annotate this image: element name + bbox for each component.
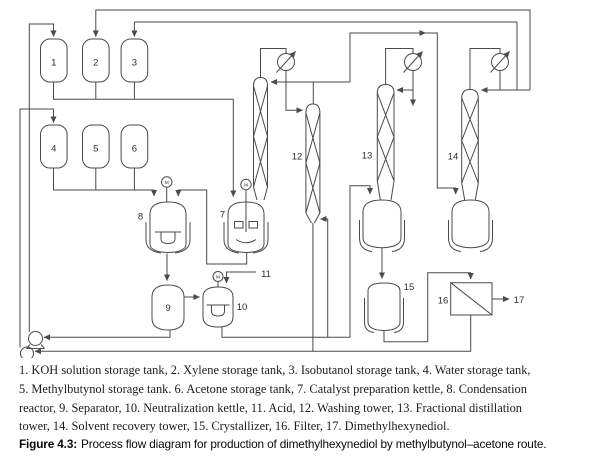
tank-4: 4 <box>41 125 68 168</box>
washing-tower-12-label: 12 <box>292 152 303 163</box>
filter-16-label: 16 <box>438 296 449 307</box>
reactor-7-motor-icon: M <box>244 183 248 189</box>
tank-2: 2 <box>83 39 110 82</box>
condenser-column13 <box>404 51 423 73</box>
equipment-legend: 1. KOH solution storage tank, 2. Xylene … <box>19 361 591 436</box>
pipe-pump2-to-tank4 <box>20 109 57 348</box>
process-flow-diagram: 1 2 3 4 5 6 M 8 <box>0 0 600 358</box>
pipe-separator9-to-pump1 <box>43 330 170 341</box>
distillation-tower-13: 13 <box>360 85 405 252</box>
separator-9-label: 9 <box>165 303 170 314</box>
pipe-acid11-to-kettle10 <box>223 272 257 284</box>
kettle-10-motor-icon: M <box>216 275 220 281</box>
tank-2-label: 2 <box>93 58 98 69</box>
reactor-8-motor-icon: M <box>165 180 169 186</box>
condenser-reactor7-column <box>277 51 296 73</box>
pipe-column13-vapor <box>386 49 413 85</box>
washing-tower-12: 12 <box>292 104 320 223</box>
kettle-10: M 10 11 <box>203 269 271 327</box>
reactor-7: M 7 <box>220 179 268 253</box>
pipe-filter-bottoms-to-pump2 <box>34 315 471 355</box>
pipe-tanks456-to-reactor8 <box>54 168 157 197</box>
pipe-recovery-to-tank3 <box>131 22 517 90</box>
pump-1 <box>27 332 45 349</box>
pipe-overhead-east <box>350 30 426 82</box>
filter-16: 16 17 <box>438 283 525 315</box>
reactor-7-packed-column <box>254 78 268 201</box>
pipe-pump1-to-tank1 <box>29 24 57 332</box>
recovery-tower-14-label: 14 <box>448 152 459 163</box>
pipe-kettle10-to-column13-feed <box>222 186 373 338</box>
reactor-7-label: 7 <box>220 210 225 221</box>
pipe-crystallizer-to-filter <box>384 273 474 342</box>
pipe-column14-vapor <box>470 49 500 90</box>
tank-1: 1 <box>41 39 68 82</box>
tank-6: 6 <box>121 125 148 168</box>
acid-11-label: 11 <box>261 269 271 280</box>
tank-6-label: 6 <box>132 144 137 155</box>
tank-4-label: 4 <box>51 144 56 155</box>
tank-5: 5 <box>83 125 110 168</box>
crystallizer-15: 15 <box>365 282 415 333</box>
tank-3: 3 <box>121 39 148 82</box>
pipe-recovery-to-tank2 <box>92 10 530 90</box>
reactor-8-label: 8 <box>138 212 143 223</box>
pipe-branch-to-tower12-bottom <box>320 216 328 337</box>
legend-line-3: reactor, 9. Separator, 10. Neutralizatio… <box>19 400 522 415</box>
pipe-overhead-to-kettle14 <box>426 33 459 195</box>
pipe-tanks123-to-reactor7 <box>54 82 237 197</box>
figure-caption-text: Process flow diagram for production of d… <box>81 437 547 451</box>
tank-3-label: 3 <box>132 58 137 69</box>
kettle-10-label: 10 <box>237 302 248 313</box>
recovery-tower-14: 14 <box>448 90 493 252</box>
pump-2 <box>19 347 36 358</box>
separator-9: 9 <box>152 285 184 330</box>
legend-line-4: tower, 14. Solvent recovery tower, 15. C… <box>19 419 450 434</box>
pipe-condenser1-to-tower12 <box>286 71 303 114</box>
pipe-reactor7-to-reactor8 <box>175 190 246 264</box>
reactor-8: M 8 <box>138 177 190 253</box>
condenser-column14 <box>491 51 510 73</box>
figure-caption-number: Figure 4.3: <box>19 437 78 451</box>
legend-line-2: 5. Methylbutynol storage tank. 6. Aceton… <box>19 381 527 396</box>
tank-1-label: 1 <box>51 58 56 69</box>
figure-caption: Figure 4.3:Process flow diagram for prod… <box>19 437 594 451</box>
tank-5-label: 5 <box>93 144 98 155</box>
pipe-column7-vapor <box>261 49 287 78</box>
legend-line-1: 1. KOH solution storage tank, 2. Xylene … <box>19 363 531 377</box>
distillation-tower-13-label: 13 <box>362 151 373 162</box>
pipes <box>20 10 530 355</box>
product-17-label: 17 <box>514 295 525 306</box>
crystallizer-15-label: 15 <box>404 282 415 293</box>
